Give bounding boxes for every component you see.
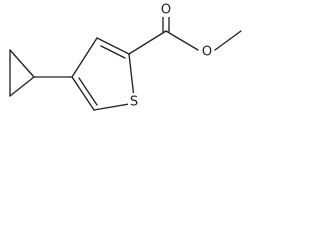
sulfur-label-background: [128, 93, 141, 109]
carbonyl-to-ester-oxygen-bond: [165, 30, 199, 51]
carbonyl-oxygen-label: O: [161, 3, 171, 18]
molecule-structure: O O S: [9, 3, 242, 111]
thiophene-bond-s-c5: [93, 103, 130, 111]
ester-oxygen-label: O: [202, 45, 212, 60]
thiophene-bond-c2-s: [128, 53, 135, 99]
thiophene-bond-c4-c3: [71, 37, 98, 78]
cyclopropyl-bond-bottom: [9, 76, 35, 97]
thiophene-to-carbonyl-bond: [128, 30, 167, 55]
ester-oxygen-to-methyl-bond: [214, 30, 242, 51]
cyclopropyl-bond-top: [9, 49, 35, 78]
thiophene-bond-c4-c5: [71, 76, 95, 111]
structure-canvas: O O S: [0, 0, 252, 122]
thiophene-double-bond-c3-c2: [100, 45, 126, 59]
thiophene-double-bond-c4-c5: [78, 77, 98, 106]
ester-oxygen-label-background: [201, 45, 213, 59]
thiophene-bond-c3-c2: [96, 37, 130, 55]
carbonyl-oxygen-label-background: [160, 3, 172, 17]
sulfur-label: S: [130, 95, 138, 110]
